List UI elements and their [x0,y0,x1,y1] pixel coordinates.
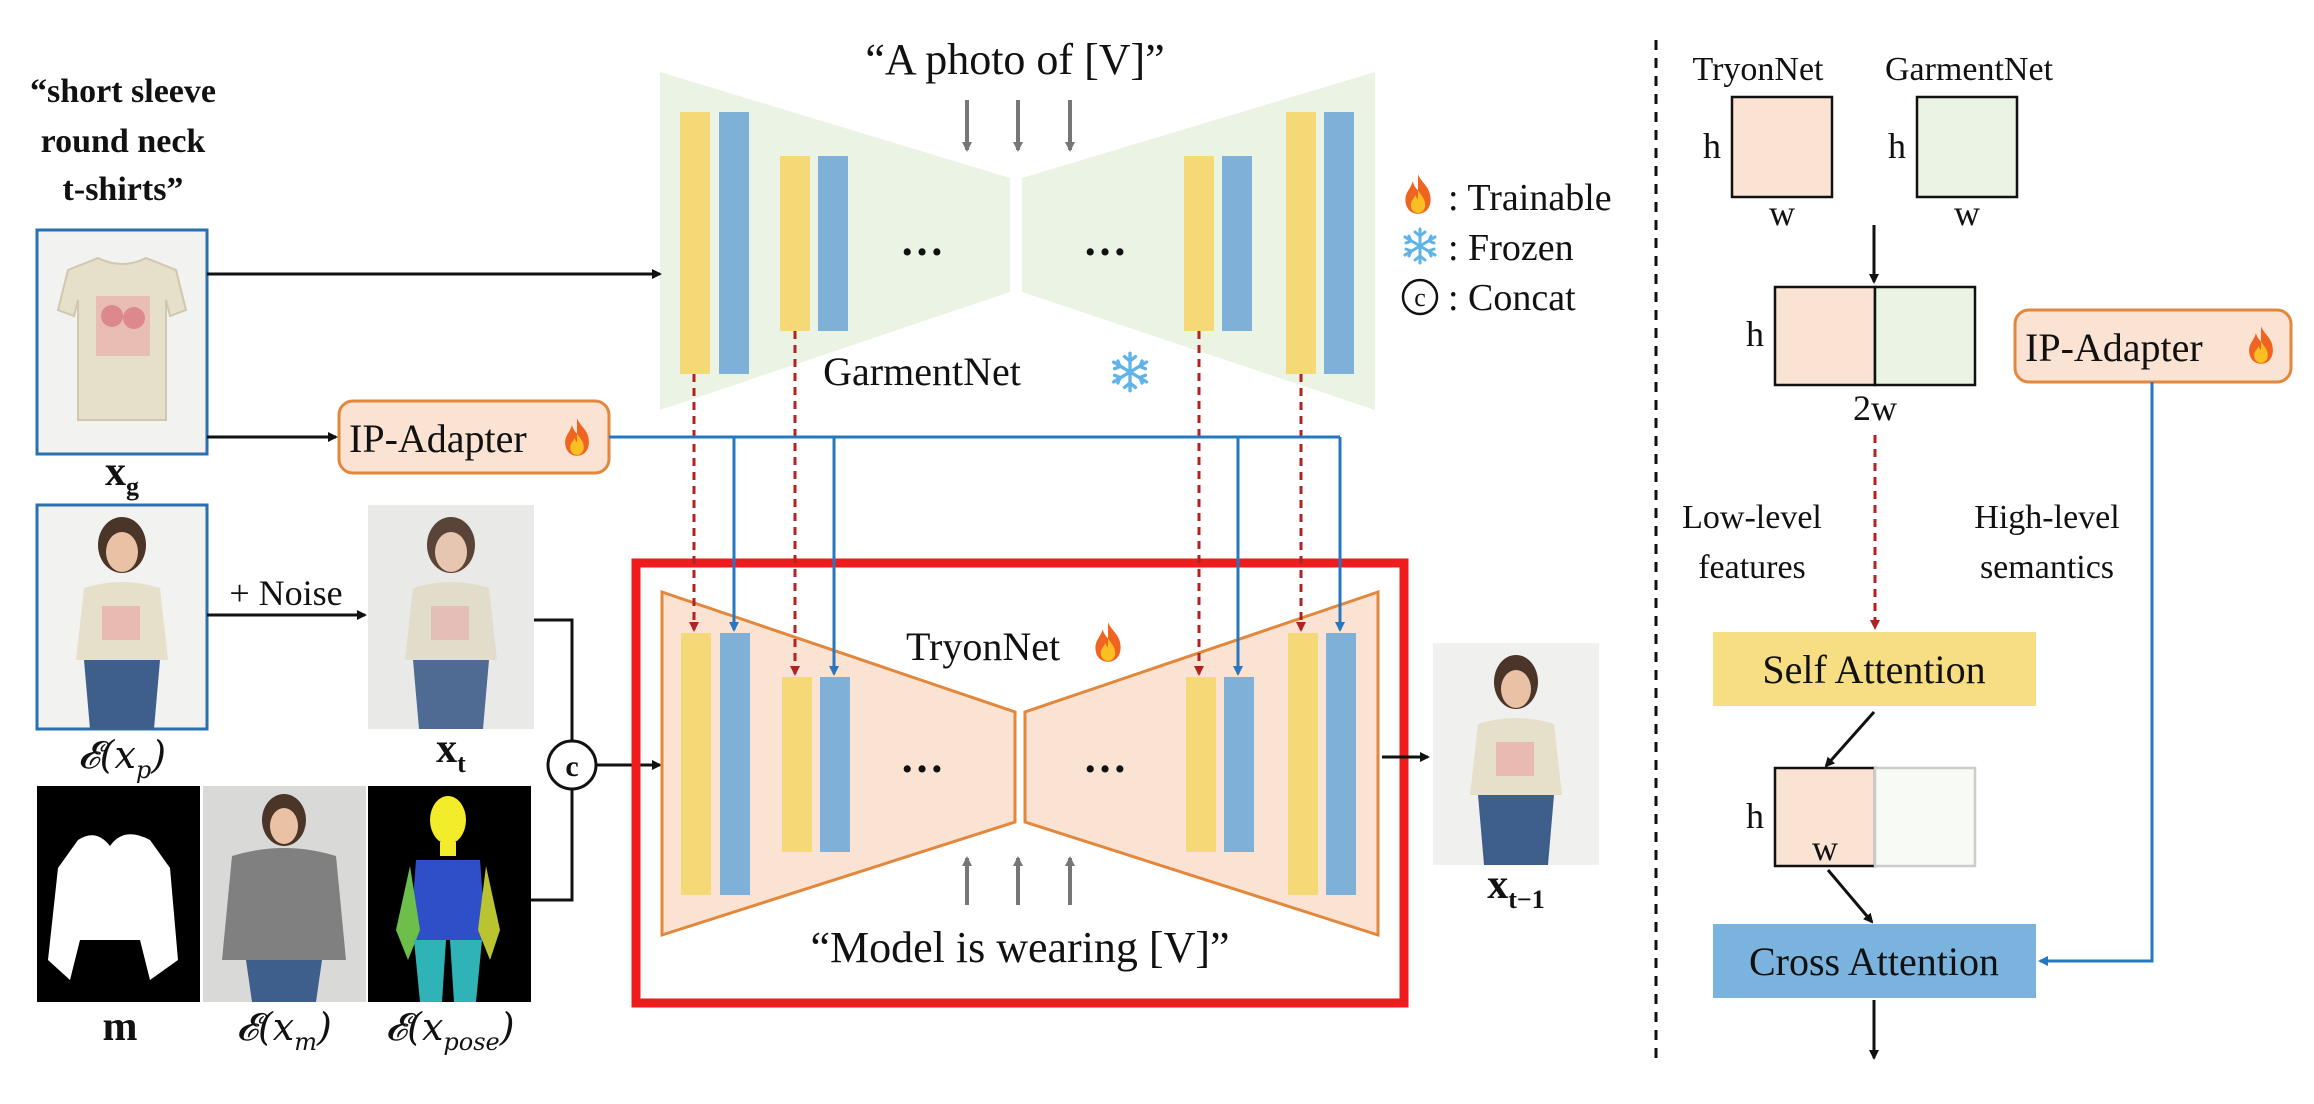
m-label: m [103,1004,138,1050]
tryonnet-feature-map [1730,95,1834,199]
tryon-block-4 [820,677,850,852]
tryonnet-label: TryonNet [906,624,1060,669]
concat-symbol: c [565,750,578,783]
text-arrows-top [962,100,1075,152]
right-w-4: w [1812,828,1838,868]
legend-concat-icon [1401,278,1439,316]
tryon-block-7 [1288,633,1318,895]
self-attention-label: Self Attention [1762,647,1985,692]
ip-adapter-label: IP-Adapter [349,416,527,461]
ip-adapter-injection-lines [609,435,1345,676]
right-ip-adapter-label: IP-Adapter [2025,325,2203,370]
tryon-block-2 [720,633,750,895]
person-image [35,503,209,731]
cross-attention-label: Cross Attention [1749,939,1999,984]
garment-block-1 [680,112,710,374]
right-garmentnet-label: GarmentNet [1885,51,2054,88]
right-h-1: h [1703,126,1721,166]
concat-map-right [1873,285,1977,387]
expose-label: 𝓔(xpose) [385,1005,514,1056]
tryon-ellipsis-right: … [1083,733,1127,782]
text-prompt-bottom: “Model is wearing [V]” [810,923,1229,972]
tryon-block-3 [782,677,812,852]
pose-image [368,786,531,1002]
tryon-block-5 [1186,677,1216,852]
right-w-1: w [1769,193,1795,233]
garment-block-7 [1286,112,1316,374]
cross-attention-box [1713,924,2036,998]
garment-ellipsis-right: … [1083,216,1127,265]
garment-block-2 [719,112,749,374]
split-map-right [1873,766,1977,868]
garmentnet-label: GarmentNet [823,349,1021,394]
prompt-line-3: t-shirts” [63,171,184,208]
exm-label: 𝓔(xm) [236,1005,332,1056]
masked-person-image [203,786,366,1002]
tryon-block-8 [1326,633,1356,895]
arrow-high-level [2038,382,2154,966]
right-w-2: w [1954,193,1980,233]
exp-label: 𝓔(xp) [78,733,166,784]
legend-frozen: : Frozen [1448,227,1574,269]
garment-block-8 [1324,112,1354,374]
snowflake-icon [1111,351,1149,393]
garment-text-prompt: “short sleeve round neck t-shirts” [30,73,216,208]
garment-block-5 [1184,156,1214,331]
tryonnet-unet: … … TryonNet [660,589,1380,938]
legend-trainable: : Trainable [1448,177,1612,219]
xt-label: xt [436,726,466,778]
legend-snowflake-icon [1403,227,1437,265]
legend-concat-symbol: c [1414,283,1426,312]
mask-image [37,786,200,1002]
output-label: xt−1 [1487,862,1544,914]
noise-label: + Noise [229,573,342,613]
low-level-line-1: Low-level [1682,499,1822,536]
tryon-block-6 [1224,677,1254,852]
high-level-line-2: semantics [1980,549,2114,586]
legend-fire-icon [1405,174,1431,214]
legend-concat: : Concat [1448,277,1576,319]
arrow-self-to-map [1824,711,1876,768]
garment-block-6 [1222,156,1252,331]
garmentnet-unet: … … GarmentNet [660,72,1375,410]
xg-label: xg [105,449,139,501]
right-h-2: h [1888,126,1906,166]
output-image [1433,643,1599,865]
self-attention-box [1713,632,2036,706]
garmentnet-feature-map [1915,95,2019,199]
concat-map-left [1773,285,1877,387]
line-cond-to-concat [531,790,574,902]
garment-feature-arrows [689,331,1306,676]
high-level-line-1: High-level [1974,499,2119,536]
garment-image [35,228,209,456]
text-arrows-bottom [962,856,1075,905]
prompt-line-1: “short sleeve [30,73,216,110]
tryonnet-fire-icon [1095,622,1121,662]
tryonnet-highlight-frame [631,558,1409,1008]
prompt-line-2: round neck [41,123,206,160]
tryon-block-1 [681,633,711,895]
text-prompt-top: “A photo of [V]” [865,35,1164,84]
garment-block-3 [780,156,810,331]
noisy-person-image [368,505,534,729]
right-2w: 2w [1853,388,1897,428]
arrow-map-to-cross [1826,869,1874,924]
tryon-ellipsis-left: … [900,733,944,782]
right-tryonnet-label: TryonNet [1693,51,1825,88]
right-h-4: h [1746,796,1764,836]
line-xt-to-concat [534,618,574,740]
right-h-3: h [1746,314,1764,354]
legend: : Trainable : Frozen c : Concat [1401,174,1612,319]
garment-ellipsis-left: … [900,216,944,265]
garment-block-4 [818,156,848,331]
low-level-line-2: features [1698,549,1806,586]
